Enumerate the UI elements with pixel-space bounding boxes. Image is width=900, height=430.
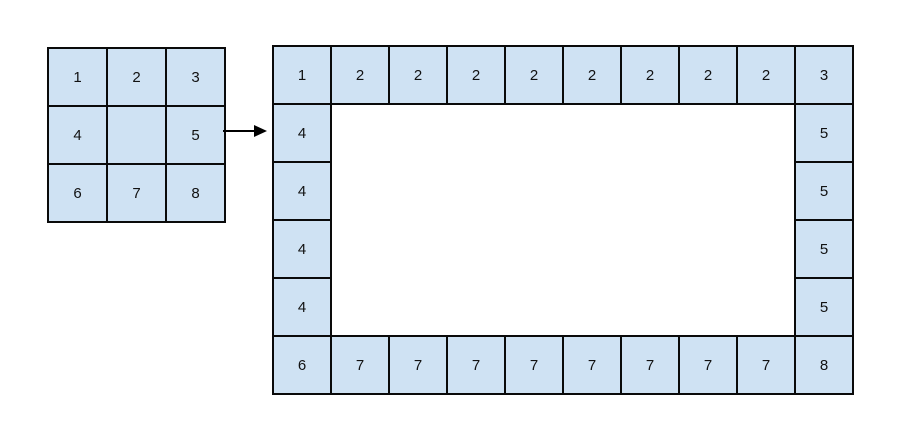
grid-cell: 4 xyxy=(272,277,332,337)
grid-cell: 2 xyxy=(388,45,448,105)
grid-cell: 7 xyxy=(562,335,622,395)
grid-cell xyxy=(505,278,563,336)
grid-cell xyxy=(563,104,621,162)
grid-cell: 3 xyxy=(165,47,226,107)
grid-cell xyxy=(563,162,621,220)
grid-cell: 7 xyxy=(446,335,506,395)
grid-cell xyxy=(505,220,563,278)
grid-cell: 7 xyxy=(388,335,448,395)
grid-cell xyxy=(447,104,505,162)
grid-cell xyxy=(679,104,737,162)
grid-cell: 7 xyxy=(620,335,680,395)
grid-cell xyxy=(679,220,737,278)
grid-cell: 8 xyxy=(165,163,226,223)
grid-cell xyxy=(389,104,447,162)
grid-cell: 1 xyxy=(272,45,332,105)
grid-cell xyxy=(621,162,679,220)
grid-cell xyxy=(331,162,389,220)
grid-cell xyxy=(737,162,795,220)
grid-cell: 2 xyxy=(736,45,796,105)
grid-cell xyxy=(447,220,505,278)
grid-cell: 8 xyxy=(794,335,854,395)
grid-cell: 3 xyxy=(794,45,854,105)
grid-cell: 4 xyxy=(47,105,108,165)
grid-cell xyxy=(331,220,389,278)
grid-cell xyxy=(737,278,795,336)
grid-cell xyxy=(505,162,563,220)
grid-cell: 2 xyxy=(562,45,622,105)
grid-cell: 2 xyxy=(446,45,506,105)
grid-cell xyxy=(505,104,563,162)
grid-cell xyxy=(679,162,737,220)
grid-cell: 7 xyxy=(330,335,390,395)
grid-cell xyxy=(737,220,795,278)
arrow-right-icon xyxy=(223,125,267,137)
grid-cell xyxy=(389,278,447,336)
grid-cell: 7 xyxy=(678,335,738,395)
grid-cell xyxy=(389,162,447,220)
grid-cell xyxy=(621,220,679,278)
grid-cell: 7 xyxy=(504,335,564,395)
grid-cell: 2 xyxy=(678,45,738,105)
grid-cell: 5 xyxy=(794,219,854,279)
grid-cell xyxy=(563,220,621,278)
grid-cell xyxy=(679,278,737,336)
grid-cell xyxy=(331,104,389,162)
grid-cell: 5 xyxy=(794,161,854,221)
grid-cell: 4 xyxy=(272,103,332,163)
grid-cell: 2 xyxy=(620,45,680,105)
grid-cell: 6 xyxy=(272,335,332,395)
grid-cell: 4 xyxy=(272,161,332,221)
grid-cell xyxy=(563,278,621,336)
grid-cell: 5 xyxy=(794,277,854,337)
grid-cell: 4 xyxy=(272,219,332,279)
grid-cell: 2 xyxy=(504,45,564,105)
grid-cell xyxy=(106,105,167,165)
grid-cell xyxy=(737,104,795,162)
grid-cell xyxy=(331,278,389,336)
grid-cell xyxy=(447,278,505,336)
grid-cell: 1 xyxy=(47,47,108,107)
grid-cell xyxy=(447,162,505,220)
grid-cell: 2 xyxy=(106,47,167,107)
grid-cell xyxy=(621,278,679,336)
grid-cell: 7 xyxy=(106,163,167,223)
grid-cell: 5 xyxy=(165,105,226,165)
grid-cell: 2 xyxy=(330,45,390,105)
grid-cell: 7 xyxy=(736,335,796,395)
grid-cell: 5 xyxy=(794,103,854,163)
grid-cell xyxy=(389,220,447,278)
grid-cell: 6 xyxy=(47,163,108,223)
grid-cell xyxy=(621,104,679,162)
